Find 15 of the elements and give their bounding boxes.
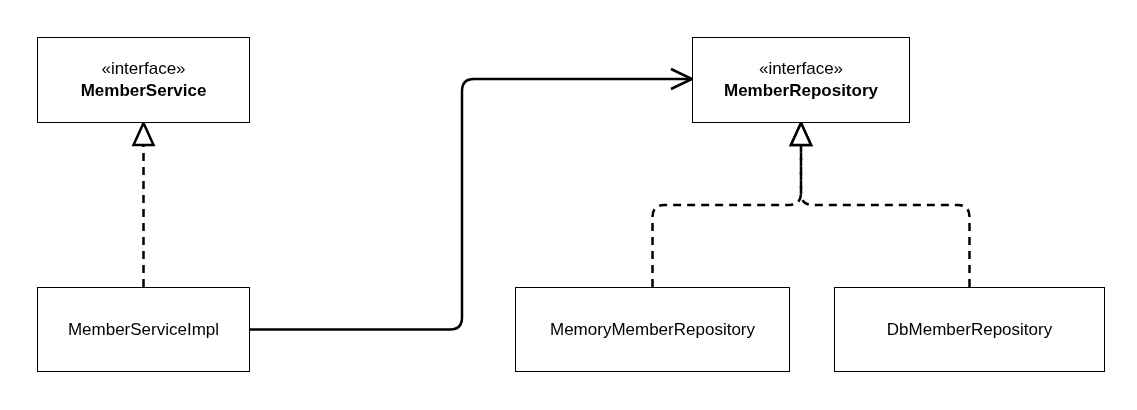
stereotype-label: «interface» [101,58,186,80]
class-box [515,287,790,372]
class-name: MemberRepository [724,80,878,102]
class-box [834,287,1105,372]
class-name: MemberServiceImpl [67,318,220,341]
class-name: DbMemberRepository [886,318,1053,341]
class-name: MemoryMemberRepository [550,318,755,341]
class-box [37,287,250,372]
class-name: MemberService [80,80,207,102]
stereotype-label: «interface» [758,58,844,80]
class-box [692,37,910,123]
realization-arrow [132,121,155,287]
realization-arrow [789,121,971,287]
class-box [37,37,250,123]
association-arrow [250,67,694,331]
